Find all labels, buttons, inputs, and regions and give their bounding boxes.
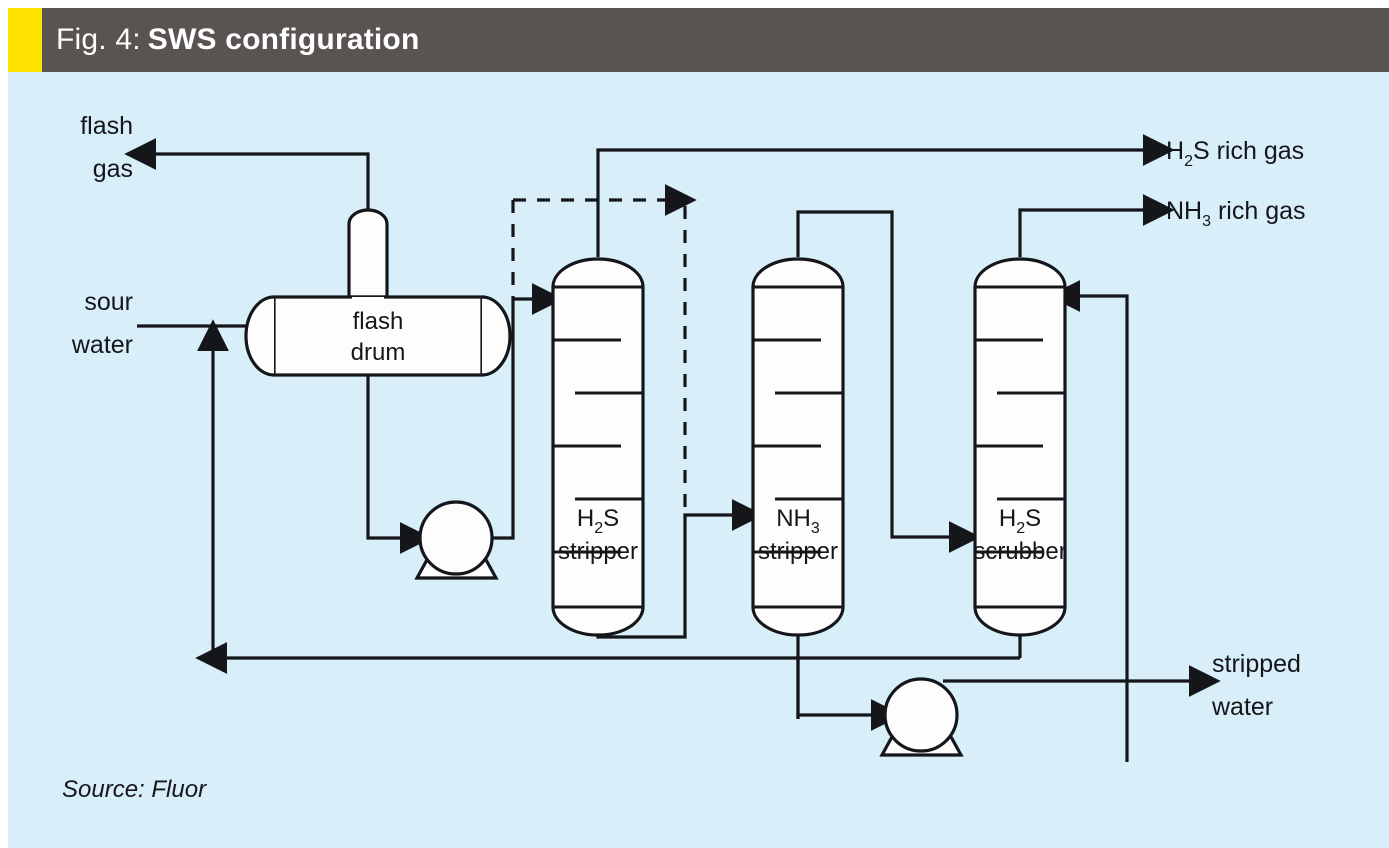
stream-h2s-rich-gas xyxy=(596,134,1175,257)
flash-drum-label-line2: drum xyxy=(351,339,406,366)
label-flash-gas: flash gas xyxy=(80,112,133,183)
stream-nh3-rich-gas xyxy=(1018,194,1175,257)
flash-gas-line1: flash xyxy=(80,112,133,140)
stream-wash-water-recycle xyxy=(1048,280,1129,762)
equipment-flash-drum[interactable]: flash drum xyxy=(244,208,512,377)
nh3-stripper-label-line1: NH3 xyxy=(776,505,820,537)
diagram-canvas: flash drum H2S stripper xyxy=(8,72,1389,848)
flash-drum-label-line1: flash xyxy=(353,308,404,335)
sour-water-line2: water xyxy=(71,331,133,359)
stream-flash-gas xyxy=(124,138,370,279)
stripped-water-line2: water xyxy=(1211,693,1273,721)
equipment-sour-water-pump[interactable] xyxy=(414,500,499,580)
label-nh3-rich-gas: NH3 rich gas xyxy=(1166,197,1306,230)
flash-gas-line2: gas xyxy=(93,155,133,183)
header-accent-bar xyxy=(8,8,42,72)
label-sour-water: sour water xyxy=(71,288,133,359)
equipment-h2s-scrubber[interactable]: H2S scrubber xyxy=(973,257,1067,637)
label-h2s-rich-gas: H2S rich gas xyxy=(1166,137,1304,170)
stream-drum-bottom-to-pump xyxy=(366,375,432,554)
h2s-scrubber-label-line2: scrubber xyxy=(973,538,1066,565)
nh3-stripper-label-line2: stripper xyxy=(758,538,838,565)
h2s-stripper-label-line1: H2S xyxy=(577,505,619,537)
header-background-band xyxy=(8,8,1389,72)
h2s-stripper-label-line2: stripper xyxy=(558,538,638,565)
stream-to-stripped-water-pump xyxy=(796,658,903,731)
source-note: Source: Fluor xyxy=(62,776,207,803)
figure-number: Fig. 4: xyxy=(56,23,141,56)
h2s-scrubber-label-line1: H2S xyxy=(999,505,1041,537)
stream-dashed-reflux xyxy=(511,184,697,515)
label-stripped-water: stripped water xyxy=(1211,650,1301,721)
equipment-h2s-stripper[interactable]: H2S stripper xyxy=(551,257,645,637)
equipment-stripped-water-pump[interactable] xyxy=(879,677,964,757)
equipment-nh3-stripper[interactable]: NH3 stripper xyxy=(751,257,845,637)
stream-nh3-overhead-to-scrubber xyxy=(796,210,981,553)
process-flow-diagram: flash drum H2S stripper xyxy=(62,112,1306,803)
figure-title: SWS configuration xyxy=(147,23,420,56)
figure-header: Fig. 4: SWS configuration xyxy=(0,0,1389,72)
figure-caption: Fig. 4: SWS configuration xyxy=(56,8,419,72)
stripped-water-line1: stripped xyxy=(1212,650,1301,678)
sour-water-line1: sour xyxy=(84,288,133,316)
